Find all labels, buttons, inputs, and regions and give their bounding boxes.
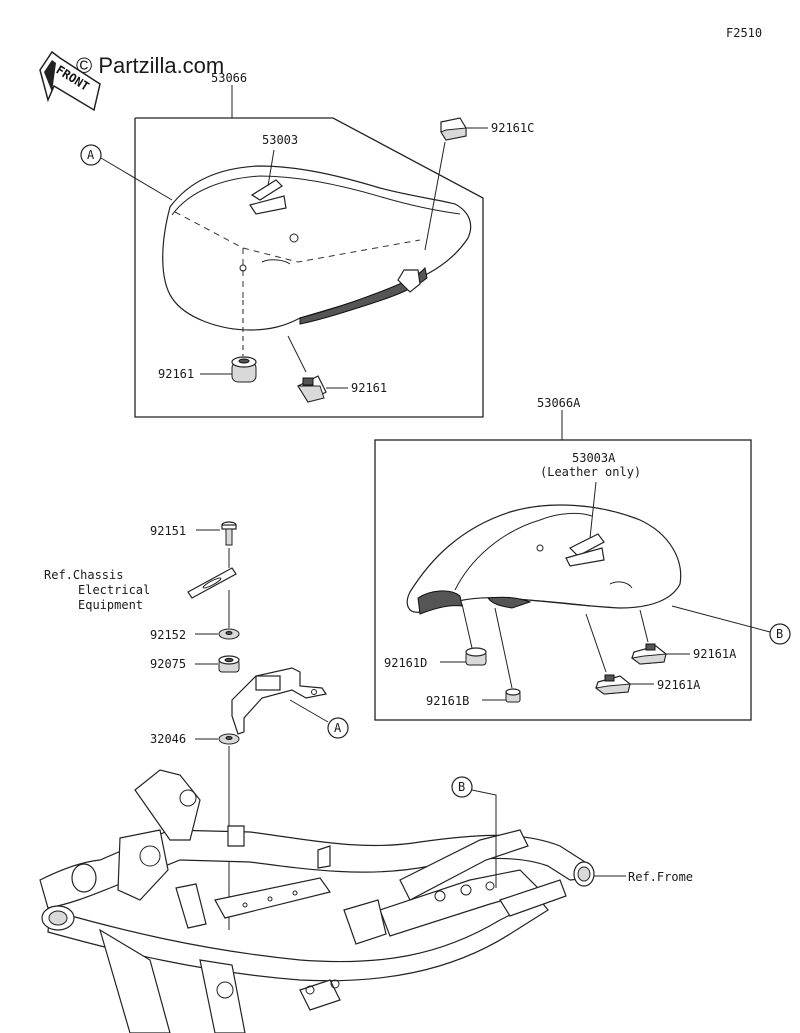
label-92161-left: 92161 bbox=[158, 367, 194, 381]
label-53066: 53066 bbox=[211, 71, 247, 85]
label-leather-only: (Leather only) bbox=[540, 465, 641, 479]
label-32046: 32046 bbox=[150, 732, 186, 746]
label-92075: 92075 bbox=[150, 657, 186, 671]
label-92152: 92152 bbox=[150, 628, 186, 642]
motorcycle-frame bbox=[39, 769, 595, 1033]
damper-92161-left bbox=[231, 356, 257, 383]
label-ref-chassis-2: Electrical bbox=[78, 583, 150, 597]
ref-a-marker bbox=[80, 144, 102, 166]
rider-seat-box bbox=[134, 117, 484, 418]
ref-a-label: A bbox=[87, 148, 95, 162]
damper-92161a-lower bbox=[594, 674, 631, 695]
label-53003a: 53003A bbox=[572, 451, 616, 465]
label-92161-right: 92161 bbox=[351, 381, 387, 395]
label-53066a: 53066A bbox=[537, 396, 581, 410]
label-ref-chassis-1: Ref.Chassis bbox=[44, 568, 123, 582]
figure-code: F2510 bbox=[726, 26, 762, 40]
rider-seat-group: 53066 53003 A 92161C 921 bbox=[80, 71, 534, 418]
label-ref-frame: Ref.Frome bbox=[628, 870, 693, 884]
ref-b-frame-marker bbox=[451, 776, 473, 798]
ref-a-bracket-label: A bbox=[334, 721, 342, 735]
rider-seat bbox=[162, 165, 472, 331]
ref-b-marker bbox=[769, 623, 791, 645]
label-53003: 53003 bbox=[262, 133, 298, 147]
label-92151: 92151 bbox=[150, 524, 186, 538]
damper-92161d bbox=[465, 647, 487, 666]
damper-92161b bbox=[505, 688, 521, 703]
label-92161a-upper: 92161A bbox=[693, 647, 737, 661]
bracket-hardware-group: 92151 Ref.Chassis Electrical Equipment 9… bbox=[44, 521, 349, 930]
label-92161a-lower: 92161A bbox=[657, 678, 701, 692]
ref-b-label: B bbox=[776, 627, 783, 641]
partzilla-watermark: © Partzilla.com bbox=[76, 53, 224, 78]
ref-a-bracket-marker bbox=[327, 717, 349, 739]
grommet-92075 bbox=[218, 655, 240, 673]
ref-b-frame-label: B bbox=[458, 780, 465, 794]
label-92161b: 92161B bbox=[426, 694, 469, 708]
label-92161c: 92161C bbox=[491, 121, 534, 135]
bracket-32046 bbox=[218, 667, 327, 745]
pillion-seat-box bbox=[374, 439, 752, 721]
label-92161d: 92161D bbox=[384, 656, 427, 670]
bolt-92151 bbox=[221, 521, 237, 546]
washer-92152 bbox=[218, 628, 240, 640]
damper-92161a-upper bbox=[630, 643, 667, 665]
pillion-seat-group: 53066A 53003A (Leather only) B 92161D bbox=[374, 396, 791, 721]
label-ref-chassis-3: Equipment bbox=[78, 598, 143, 612]
damper-92161-right bbox=[297, 375, 327, 403]
ref-chassis-stay bbox=[187, 567, 237, 599]
